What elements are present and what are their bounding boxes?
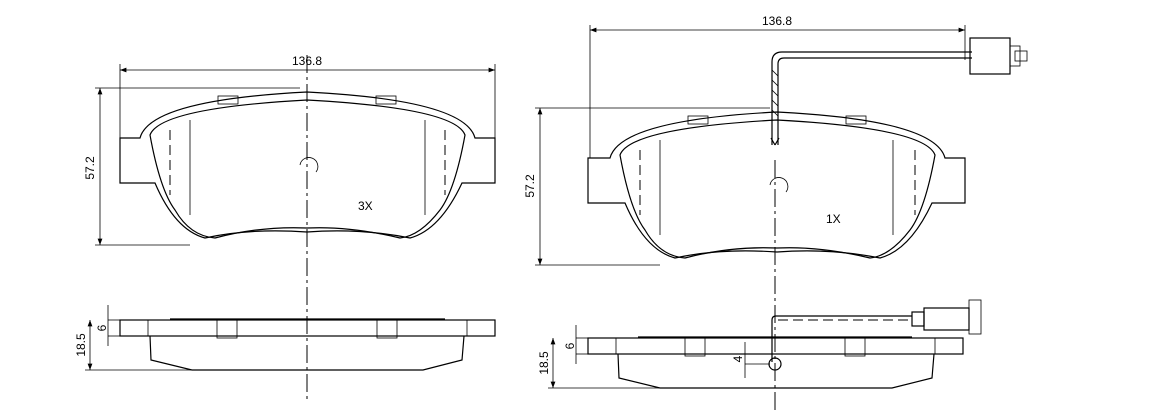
left-pad-side-view: 6 18.5 <box>74 305 496 371</box>
wear-sensor-wire <box>770 37 1028 146</box>
right-plate-thickness-dim: 6 <box>563 342 577 349</box>
left-quantity: 3X <box>358 199 373 213</box>
right-width-dim: 136.8 <box>762 14 792 28</box>
right-height-dim: 57.2 <box>523 174 537 198</box>
sensor-connector <box>969 37 1011 75</box>
right-quantity: 1X <box>826 212 841 226</box>
left-height-dim: 57.2 <box>83 156 97 180</box>
right-pad-side-view: 6 4 18.5 <box>537 299 982 389</box>
right-sensor-offset-dim: 4 <box>731 355 745 362</box>
right-pad-front-view: 136.8 57.2 1X <box>523 14 1028 266</box>
left-total-thickness-dim: 18.5 <box>74 333 88 357</box>
left-pad-front-view: 136.8 57.2 3X <box>83 54 496 246</box>
left-plate-thickness-dim: 6 <box>95 324 109 331</box>
right-total-thickness-dim: 18.5 <box>537 351 551 375</box>
